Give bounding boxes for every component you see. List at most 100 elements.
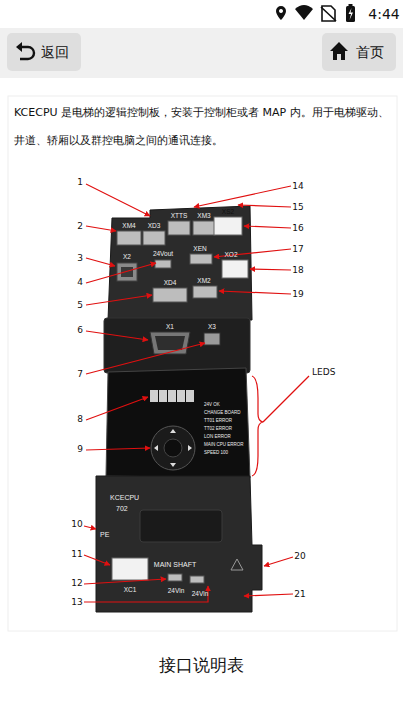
nav-button: 首页 [322, 33, 396, 71]
intro-text: KCECPU 是电梯的逻辑控制板，安装于控制柜或者 MAP 内。用于电梯驱动、 … [14, 99, 396, 155]
callout-number: 18 [292, 266, 303, 275]
leader-lines [194, 186, 291, 207]
leader-lines [84, 184, 309, 602]
leader-lines [86, 448, 150, 450]
callout-number: 12 [71, 579, 82, 588]
image-frame [8, 96, 397, 631]
group-label: LEDS [312, 368, 335, 377]
control-board [168, 221, 190, 235]
control-board [231, 559, 243, 570]
led-label: SPEED 100 [204, 451, 228, 456]
led-label: TT01 ERROR [204, 419, 232, 424]
back-icon [7, 33, 41, 71]
status-time: 4:44 [368, 7, 399, 21]
connector-name: X2 [123, 254, 131, 261]
led-label: TT02 ERROR [204, 427, 232, 432]
callout-number: 5 [77, 301, 83, 310]
control-board [186, 390, 194, 402]
status-icons [276, 4, 355, 22]
leader-lines [263, 376, 309, 422]
caption: 接口说明表 [159, 657, 244, 674]
callout-number: 11 [71, 550, 82, 559]
control-board [190, 254, 212, 264]
connector-name: XO2 [224, 252, 237, 259]
leader-lines [252, 376, 263, 476]
leader-lines [84, 579, 166, 584]
status-icons [295, 5, 313, 20]
connector-name: XM2 [197, 278, 210, 285]
callout-number: 13 [71, 598, 82, 607]
control-board [153, 288, 187, 302]
connector-name: X3 [208, 324, 216, 331]
button-label: 首页 [356, 33, 384, 71]
led-label: LON ERROR [204, 435, 231, 440]
status-icons [349, 8, 354, 20]
callout-number: 15 [292, 203, 303, 212]
control-board [140, 510, 222, 542]
leader-lines [244, 594, 293, 596]
connector-name: XM3 [197, 213, 210, 220]
callout-number: 14 [292, 182, 303, 191]
control-board [168, 574, 182, 581]
callout-number: 20 [294, 552, 305, 561]
leader-lines [86, 258, 115, 266]
home-icon [322, 33, 356, 71]
connector-name: XM4 [122, 223, 135, 230]
connector-name: 24Vin [168, 588, 185, 595]
control-board [222, 260, 248, 278]
connector-name: XD4 [164, 280, 177, 287]
leader-lines [219, 291, 291, 294]
leader-lines [86, 331, 148, 340]
callout-number: 3 [77, 254, 83, 263]
status-icons [346, 6, 355, 22]
callout-number: 17 [292, 245, 303, 254]
leader-lines [86, 295, 152, 305]
control-board [164, 439, 182, 457]
connector-name: 24Vin [192, 591, 209, 598]
led-label: MAIN CPU ERROR [204, 443, 244, 448]
control-board [112, 558, 148, 580]
led-label: 24V OK [204, 403, 220, 408]
callout-number: 9 [77, 445, 83, 454]
leader-lines [84, 526, 96, 529]
leader-lines [84, 555, 110, 565]
home-icon [330, 42, 348, 60]
callout-number: 4 [77, 278, 83, 287]
board-model: 702 [116, 505, 128, 512]
status-bar [0, 0, 403, 28]
callout-number: 1 [77, 178, 83, 187]
status-icons [321, 7, 336, 21]
status-icons [349, 4, 353, 6]
leader-lines [86, 263, 156, 283]
control-board [108, 206, 252, 320]
control-board [150, 390, 158, 402]
callout-number: 21 [294, 590, 305, 599]
leader-lines [86, 397, 148, 420]
control-board [193, 286, 217, 298]
board-model: KCECPU [110, 494, 139, 501]
connector-name: XS2 [222, 209, 234, 216]
leader-lines [86, 184, 150, 216]
leader-lines [86, 343, 205, 374]
control-board [177, 390, 185, 402]
callout-number: 7 [77, 370, 83, 379]
leader-lines [244, 226, 291, 228]
top-bar [0, 28, 403, 78]
control-board [193, 221, 215, 235]
control-board [117, 231, 141, 245]
connector-name: XC1 [124, 587, 137, 594]
led-label: CHANGE BOARD [204, 411, 241, 416]
button-label: 返回 [41, 33, 69, 71]
control-board [155, 260, 171, 268]
control-board [117, 263, 137, 281]
leader-lines [264, 557, 293, 566]
control-board [106, 368, 250, 478]
control-board [96, 476, 262, 612]
status-icons [322, 6, 335, 21]
connector-name: MAIN SHAFT [154, 561, 196, 568]
leader-lines [250, 269, 291, 270]
control-board [159, 390, 167, 402]
callout-number: 19 [292, 290, 303, 299]
control-board [155, 336, 185, 350]
connector-name: 24Vout [153, 251, 173, 258]
